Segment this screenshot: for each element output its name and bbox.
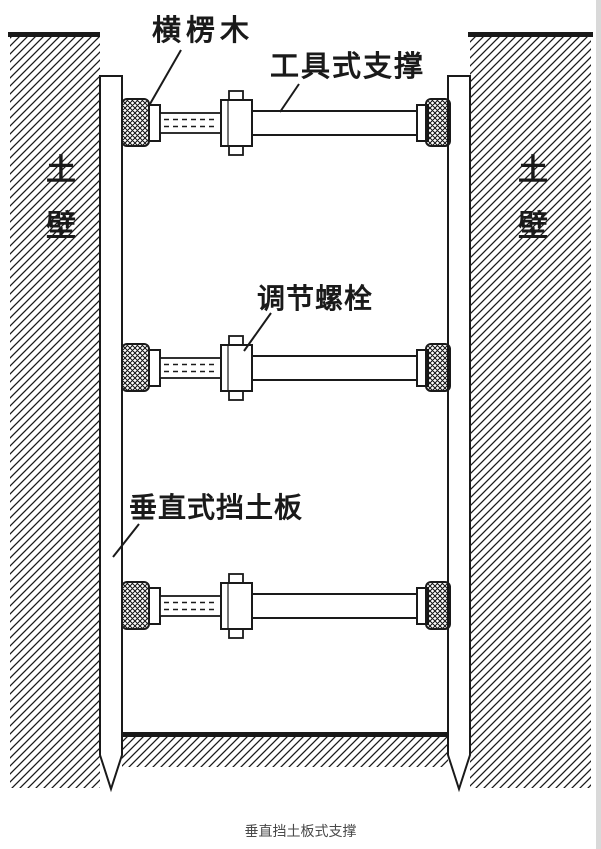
strut-middle <box>121 335 451 401</box>
label-adjust-bolt: 调节螺栓 <box>257 283 374 314</box>
page-edge-strip <box>596 0 601 849</box>
leader-tool-support <box>279 83 300 113</box>
ground-line-left <box>8 32 100 37</box>
retaining-board-right <box>447 75 471 793</box>
soil-right-hatch <box>470 37 591 788</box>
label-wale-timber: 横楞木 <box>152 15 255 47</box>
label-tool-support: 工具式支撑 <box>270 51 426 83</box>
ground-line-right <box>468 32 593 37</box>
leader-retaining-board <box>112 523 140 558</box>
leader-adjust-bolt <box>243 312 272 352</box>
strut-top <box>121 90 451 156</box>
label-soil-wall-right: 土壁 <box>518 154 548 243</box>
trench-bottom-line <box>122 732 448 737</box>
soil-left-hatch <box>10 37 100 788</box>
strut-bottom <box>121 573 451 639</box>
leader-wale-timber <box>149 49 182 105</box>
label-retaining-board: 垂直式挡土板 <box>129 492 304 523</box>
retaining-board-left <box>99 75 123 793</box>
trench-bottom-hatch <box>122 737 448 767</box>
label-soil-wall-left: 土壁 <box>46 154 76 243</box>
figure-caption: 垂直挡土板式支撑 <box>244 823 357 839</box>
